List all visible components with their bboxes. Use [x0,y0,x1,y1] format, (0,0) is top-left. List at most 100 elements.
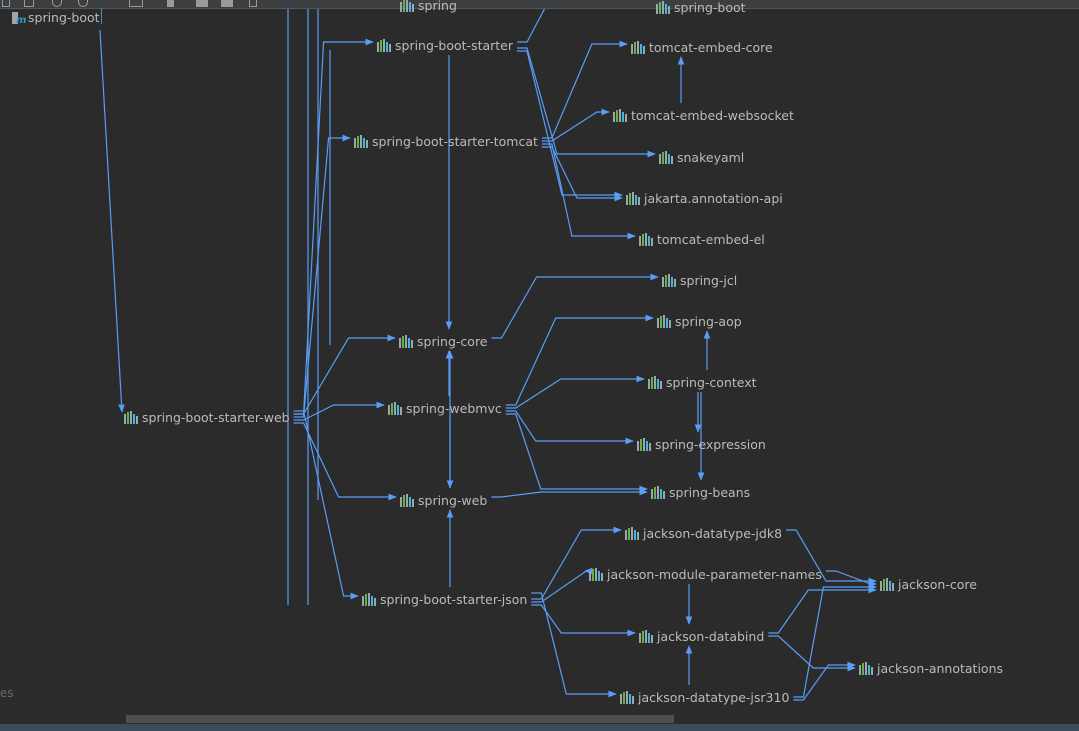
horizontal-scrollbar[interactable] [0,714,1079,724]
node-label: tomcat-embed-el [657,231,765,247]
status-bar [0,724,1079,731]
edge-spring-boot-starter-web-to-spring-web [293,422,397,501]
node-spring[interactable]: spring [400,0,457,14]
edge-jackson-databind-to-jackson-core [768,586,877,634]
node-spring-aop[interactable]: spring-aop [657,312,742,330]
library-icon [656,0,670,14]
edge-spring-webmvc-to-spring-beans [505,413,648,493]
diagram-toolbar [0,0,1079,9]
node-tomcat-embed-core[interactable]: tomcat-embed-core [631,38,773,56]
edges-layer [99,9,877,701]
edge-spring-core-to-spring-jcl [491,273,659,339]
library-icon [657,314,671,328]
edge-spring-boot-starter-to-snakeyaml [517,47,656,158]
edge-spring-boot-root-to-spring-boot-starter-web [99,29,125,413]
dependency-diagram-canvas[interactable]: spring spring-boot-starter spring-boot tomc… [0,0,1079,716]
node-label: spring-aop [675,313,742,329]
pin-icon[interactable] [167,0,174,7]
library-icon [880,577,894,591]
node-label: spring-core [417,333,488,349]
library-icon [626,191,640,205]
library-icon [388,401,402,415]
node-spring-beans[interactable]: spring-beans [651,483,750,501]
node-jakarta-annotation-api[interactable]: jakarta.annotation-api [626,189,783,207]
layout-icon[interactable] [2,0,10,7]
library-icon [124,410,138,424]
node-spring-core[interactable]: spring-core [399,332,488,350]
edge-spring-boot-starter-tomcat-to-tomcat-embed-el [541,143,636,240]
node-jackson-datatype-jdk8[interactable]: jackson-datatype-jdk8 [625,524,782,542]
library-icon [639,232,653,246]
save-icon[interactable] [249,0,257,7]
node-spring-webmvc[interactable]: spring-webmvc [388,399,502,417]
node-spring-web[interactable]: spring-web [400,491,487,509]
library-icon [639,629,653,643]
node-label: spring-webmvc [406,400,502,416]
edge-spring-boot-starter-json-to-jackson-datatype-jsr310 [531,592,617,698]
library-icon [362,592,376,606]
zoom-in-icon[interactable] [52,0,62,7]
zoom-out-icon[interactable] [78,0,88,7]
node-spring-boot-starter-json[interactable]: spring-boot-starter-json [362,590,527,608]
horizontal-scrollbar-thumb[interactable] [126,715,674,723]
library-icon [589,567,603,581]
node-spring-boot-starter-tomcat[interactable]: spring-boot-starter-tomcat [354,132,538,150]
export-icon[interactable] [129,0,143,7]
node-label: spring-boot-starter-web [142,409,290,425]
node-label: spring-boot [674,0,746,15]
library-icon [859,661,873,675]
node-label: jackson-datatype-jdk8 [643,525,783,541]
node-jackson-databind[interactable]: jackson-databind [639,627,764,645]
library-icon [659,150,673,164]
library-icon [648,375,662,389]
library-icon [400,0,414,12]
edge-jackson-datatype-jsr310-to-jackson-core [793,583,877,698]
node-label: spring-jcl [680,272,738,288]
node-label: snakeyaml [677,149,745,165]
library-icon [662,273,676,287]
node-tomcat-embed-websocket[interactable]: tomcat-embed-websocket [613,106,794,124]
node-spring-boot-starter[interactable]: spring-boot-starter [377,36,513,54]
edge-spring-boot-starter-json-to-jackson-module-parameter-names [531,567,593,603]
node-spring-boot[interactable]: spring-boot [656,0,746,16]
node-jackson-core[interactable]: jackson-core [880,575,977,593]
library-icon [625,526,639,540]
node-spring-jcl[interactable]: spring-jcl [662,271,737,289]
library-icon [613,108,627,122]
node-spring-context[interactable]: spring-context [648,373,757,391]
edge-spring-webmvc-to-spring-aop [505,314,654,406]
node-label: tomcat-embed-websocket [631,107,794,123]
edge-jackson-module-parameter-names-to-jackson-core [825,570,877,588]
edge-spring-boot-starter-to-spring-boot [517,9,546,43]
node-label: spring-beans [669,484,751,500]
edge-spring-webmvc-to-spring-expression [505,410,634,445]
library-icon [400,493,414,507]
node-label: spring-context [666,374,757,390]
library-icon [637,437,651,451]
node-jackson-annotations[interactable]: jackson-annotations [859,659,1003,677]
grid-icon[interactable] [196,0,208,7]
node-label: jackson-core [898,576,977,592]
root-module-node[interactable]: m spring-boot [10,10,103,25]
node-tomcat-embed-el[interactable]: tomcat-embed-el [639,230,765,248]
maven-module-icon: m [10,11,26,25]
node-label: spring-web [418,492,488,508]
edge-spring-boot-starter-web-to-spring-boot-starter-json [293,410,359,600]
node-jackson-module-parameter-names[interactable]: jackson-module-parameter-names [589,565,822,583]
fit-icon[interactable] [24,0,34,7]
node-spring-expression[interactable]: spring-expression [637,435,766,453]
node-label: jakarta.annotation-api [644,190,783,206]
edge-spring-boot-starter-tomcat-to-tomcat-embed-websocket [541,108,610,142]
node-label: spring-boot-starter [395,37,514,53]
edge-jackson-datatype-jdk8-to-jackson-core [786,529,877,585]
node-jackson-datatype-jsr310[interactable]: jackson-datatype-jsr310 [620,688,789,706]
actual-size-icon[interactable] [221,0,233,7]
node-spring-boot-starter-web[interactable]: spring-boot-starter-web [124,408,290,426]
edge-spring-web-to-spring-beans [491,488,648,498]
node-snakeyaml[interactable]: snakeyaml [659,148,744,166]
library-icon [651,485,665,499]
library-icon [377,38,391,52]
edge-spring-boot-starter-web-to-spring-core [293,334,396,415]
node-label: spring-expression [655,436,766,452]
edge-spring-boot-starter-web-to-spring-boot-starter-tomcat [293,134,351,418]
